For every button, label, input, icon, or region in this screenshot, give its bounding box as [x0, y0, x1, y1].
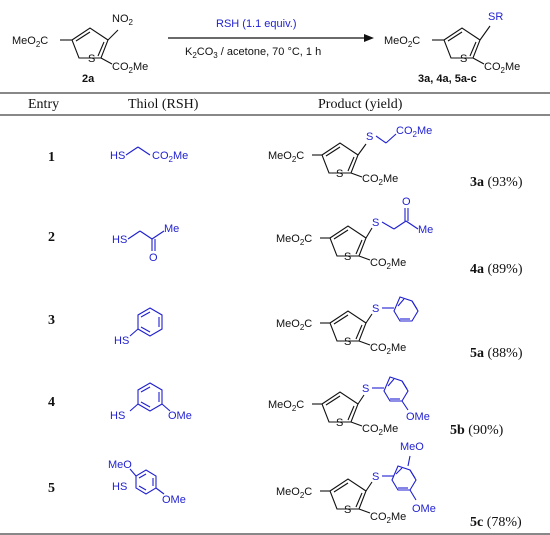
svg-text:5c (78%): 5c (78%) — [470, 515, 522, 530]
svg-text:S: S — [366, 131, 373, 143]
svg-text:HS: HS — [110, 410, 125, 422]
svg-text:2: 2 — [48, 230, 55, 245]
reactant-nitro: NO2 — [112, 13, 134, 27]
svg-text:HS: HS — [112, 234, 127, 246]
svg-text:OMe: OMe — [406, 411, 430, 423]
svg-text:CO2Me: CO2Me — [484, 61, 520, 75]
table-row: 1 HS CO2Me S MeO2C CO2Me S CO2Me 3a (93%… — [48, 125, 523, 190]
svg-text:4a (89%): 4a (89%) — [470, 262, 523, 277]
svg-text:CO2Me: CO2Me — [370, 511, 406, 525]
product-structure: S MeO2C CO2Me S O Me — [276, 196, 433, 271]
svg-text:MeO2C: MeO2C — [268, 399, 304, 413]
scheme: S MeO2C NO2 CO2Me 2a RSH (1.1 equiv.) K2… — [12, 11, 520, 85]
svg-text:O: O — [149, 252, 158, 264]
svg-text:CO2Me: CO2Me — [396, 125, 432, 139]
thiol-structure: MeO HS OMe — [108, 459, 186, 506]
header-entry: Entry — [28, 97, 59, 112]
svg-text:MeO: MeO — [400, 441, 424, 453]
svg-text:Me: Me — [164, 223, 179, 235]
svg-text:5b (90%): 5b (90%) — [450, 423, 504, 438]
product-structure: S MeO2C CO2Me S MeO OMe — [276, 441, 436, 525]
table-row: 5 MeO HS OMe S MeO2C CO2Me S — [48, 441, 522, 530]
table-row: 4 HS OMe S MeO2C CO2Me S — [48, 376, 504, 438]
reactant-co2me: CO2Me — [112, 61, 148, 75]
svg-text:MeO2C: MeO2C — [276, 233, 312, 247]
svg-text:S: S — [460, 53, 467, 65]
table-row: 3 HS S MeO2C CO2Me S 5a (88%) — [48, 296, 523, 361]
svg-text:MeO: MeO — [108, 459, 132, 471]
product-structure: S MeO2C CO2Me S — [276, 296, 419, 356]
svg-text:MeO2C: MeO2C — [276, 486, 312, 500]
svg-text:MeO2C: MeO2C — [276, 318, 312, 332]
svg-text:S: S — [344, 251, 351, 263]
svg-text:MeO2C: MeO2C — [268, 150, 304, 164]
entry-number: 1 — [48, 150, 55, 165]
svg-text:O: O — [402, 196, 411, 208]
svg-text:CO2Me: CO2Me — [370, 342, 406, 356]
thiol-structure: HS OMe — [110, 382, 192, 422]
svg-text:S: S — [344, 504, 351, 516]
reaction-arrow: RSH (1.1 equiv.) K2CO3 / acetone, 70 °C,… — [168, 18, 374, 60]
header-thiol: Thiol (RSH) — [128, 97, 199, 112]
product-structure: S MeO2C CO2Me S OMe — [268, 376, 430, 437]
products-label: 3a, 4a, 5a-c — [418, 73, 477, 85]
reactant-label: 2a — [82, 73, 95, 85]
svg-text:S: S — [362, 383, 369, 395]
svg-text:MeO2C: MeO2C — [384, 35, 420, 49]
sr-label: SR — [488, 11, 503, 23]
svg-text:S: S — [344, 336, 351, 348]
svg-text:CO2Me: CO2Me — [152, 150, 188, 164]
reactant-meo2c: MeO2C — [12, 35, 48, 49]
svg-text:Me: Me — [418, 224, 433, 236]
svg-text:HS: HS — [114, 335, 129, 347]
header-product: Product (yield) — [318, 97, 403, 112]
reactant-s: S — [88, 53, 95, 65]
svg-text:4: 4 — [48, 395, 55, 410]
thiol-structure: HS O Me — [112, 223, 179, 264]
svg-text:3: 3 — [48, 313, 55, 328]
thiophene-ring — [71, 27, 109, 59]
svg-text:S: S — [372, 217, 379, 229]
svg-text:5: 5 — [48, 481, 55, 496]
svg-text:OMe: OMe — [168, 410, 192, 422]
reactant-2a: S MeO2C NO2 CO2Me 2a — [12, 13, 148, 85]
svg-text:OMe: OMe — [412, 503, 436, 515]
svg-text:S: S — [372, 471, 379, 483]
product-structure: S MeO2C CO2Me S CO2Me — [268, 125, 432, 187]
product-yield: 3a (93%) — [470, 175, 523, 190]
svg-text:CO2Me: CO2Me — [370, 257, 406, 271]
reagent-bottom: K2CO3 / acetone, 70 °C, 1 h — [185, 46, 321, 60]
svg-text:OMe: OMe — [162, 494, 186, 506]
svg-text:HS: HS — [112, 481, 127, 493]
svg-text:HS: HS — [110, 150, 125, 162]
reagent-top: RSH (1.1 equiv.) — [216, 18, 297, 30]
svg-text:S: S — [372, 303, 379, 315]
svg-text:5a (88%): 5a (88%) — [470, 346, 523, 361]
svg-text:S: S — [336, 417, 343, 429]
thiol-structure: HS — [114, 307, 163, 347]
svg-text:S: S — [336, 168, 343, 180]
svg-text:CO2Me: CO2Me — [362, 423, 398, 437]
svg-text:CO2Me: CO2Me — [362, 173, 398, 187]
table-row: 2 HS O Me S MeO2C CO2Me S — [48, 196, 523, 277]
thiol-structure: HS CO2Me — [110, 146, 188, 164]
product-general: S MeO2C SR CO2Me 3a, 4a, 5a-c — [384, 11, 520, 85]
